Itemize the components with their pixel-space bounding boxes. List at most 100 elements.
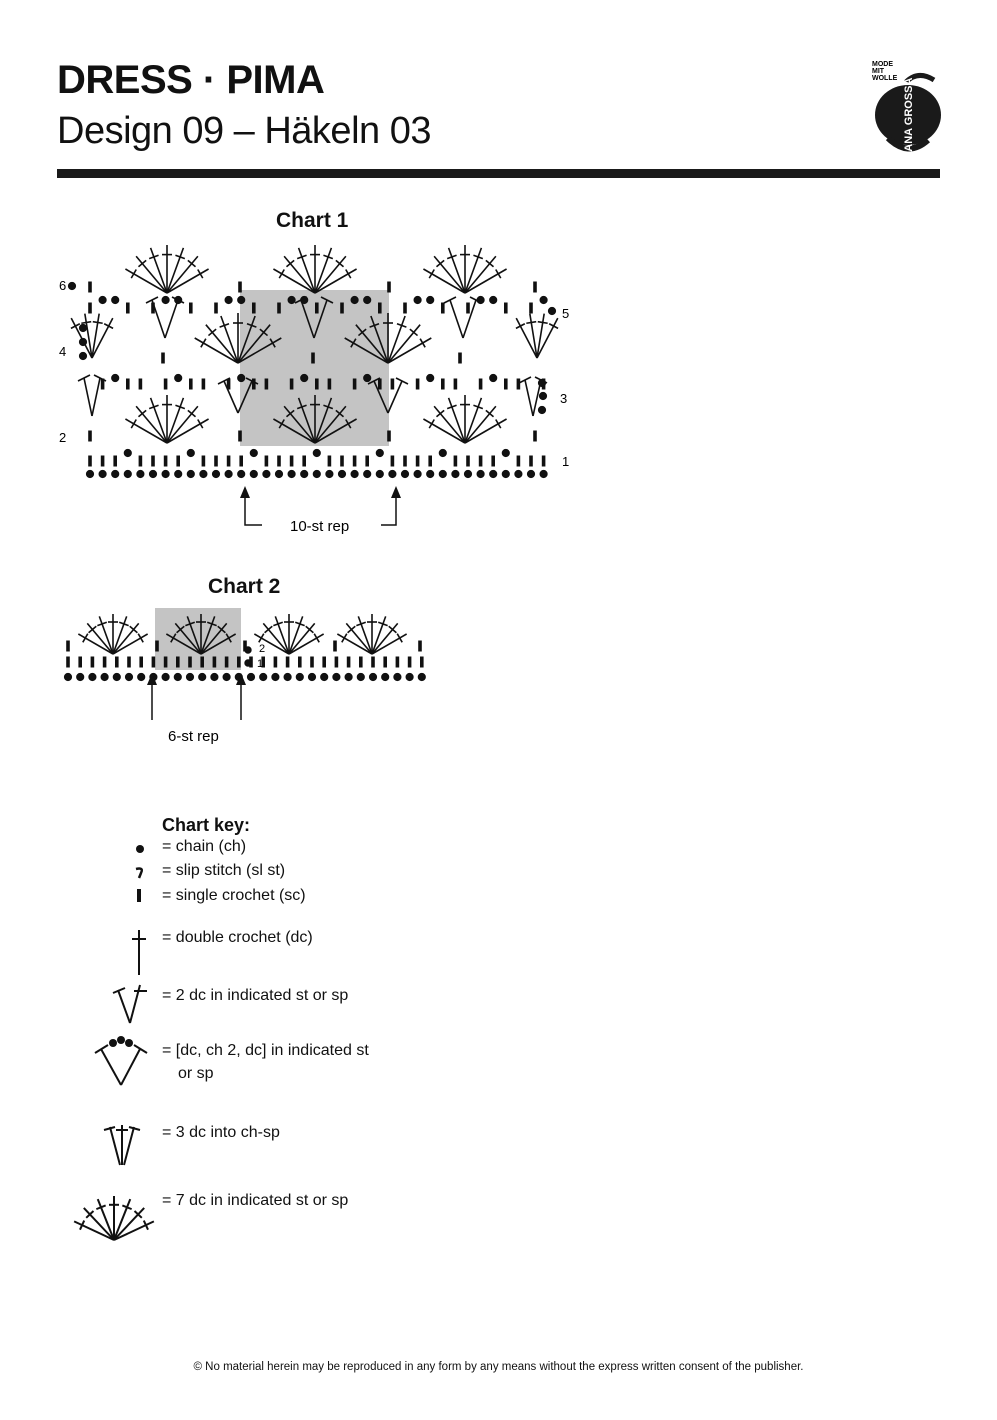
chain-stitch [224, 469, 233, 479]
single-crochet [365, 455, 369, 467]
single-crochet [359, 656, 363, 668]
chain-stitch [123, 448, 132, 458]
chain-stitch [174, 373, 183, 383]
single-crochet [352, 378, 357, 390]
single-crochet [66, 656, 70, 668]
single-crochet [327, 455, 332, 467]
chain-stitch [526, 469, 536, 479]
single-crochet [390, 378, 395, 390]
single-crochet [352, 455, 357, 467]
v-stitch [145, 296, 185, 339]
logo-tagline-2: MIT [872, 68, 885, 75]
chain-stitch [375, 469, 384, 479]
dc-fan [77, 614, 149, 655]
key-v-stitch-text: = [dc, ch 2, dc] in indicated st [162, 1042, 369, 1059]
chain-stitch [244, 659, 252, 667]
chain-stitch [350, 469, 359, 479]
key-chain-text: = chain (ch) [162, 838, 247, 855]
single-crochet [298, 656, 302, 668]
chain-stitch [111, 373, 120, 383]
single-crochet [403, 302, 407, 314]
chain-stitch [501, 448, 510, 458]
dc-fan [70, 313, 114, 359]
chain-stitch [274, 469, 284, 479]
chain-stitch [111, 469, 120, 479]
chart-1-row-2-label: 2 [59, 430, 66, 445]
single-crochet [214, 455, 218, 467]
chart-1-row-4-label: 4 [59, 344, 66, 359]
single-crochet [102, 656, 107, 668]
chain-stitch [489, 373, 498, 383]
dc-fan [423, 395, 507, 444]
single-crochet [201, 378, 206, 390]
chain-stitch [344, 672, 353, 682]
chart-1-diagram: 6 4 2 5 3 1 10-st rep [59, 245, 569, 535]
chain-stitch [363, 469, 372, 479]
dc-fan [273, 395, 357, 444]
key-two-dc-text: = 2 dc in indicated st or sp [162, 987, 349, 1004]
single-crochet [66, 640, 70, 652]
chain-stitch [78, 337, 88, 347]
single-crochet [516, 378, 521, 390]
chain-stitch [300, 373, 309, 383]
three-dc-icon [103, 1125, 141, 1166]
chain-stitch [307, 672, 317, 682]
chain-stitch [271, 672, 280, 682]
single-crochet [176, 455, 181, 467]
key-v-stitch-text-cont: or sp [178, 1065, 214, 1082]
chain-stitch [186, 448, 195, 458]
chain-stitch [381, 672, 390, 682]
single-crochet [346, 656, 351, 668]
chain-stitch [199, 469, 208, 479]
two-dc-icon [112, 984, 147, 1024]
single-crochet [441, 378, 445, 390]
double-crochet-icon [132, 930, 146, 975]
v-stitch [443, 296, 483, 339]
chain-stitch [463, 469, 473, 479]
chart-2-repeat-arrows [151, 680, 242, 720]
dc-fan [253, 614, 325, 655]
single-crochet [88, 430, 92, 442]
chain-stitch [537, 378, 547, 388]
chart-2-row-1-label: 1 [257, 658, 263, 670]
chain-stitch [173, 672, 182, 682]
chain-stitch [174, 469, 183, 479]
v-stitch [77, 374, 107, 417]
single-crochet [428, 455, 432, 467]
key-three-dc-text: = 3 dc into ch-sp [162, 1124, 280, 1141]
chain-stitch [76, 672, 85, 682]
single-crochet [458, 352, 462, 364]
single-crochet [277, 302, 281, 314]
chain-stitch [375, 448, 384, 458]
chain-stitch [63, 672, 73, 682]
chain-stitch [363, 373, 372, 383]
chain-stitch [539, 295, 548, 305]
single-crochet [529, 455, 533, 467]
key-title: Chart key: [162, 815, 251, 835]
single-crochet [533, 281, 537, 293]
single-crochet [415, 378, 420, 390]
chart-1-row-6-label: 6 [59, 278, 66, 293]
single-crochet [420, 656, 424, 668]
chain-stitch [438, 469, 447, 479]
single-crochet [151, 455, 155, 467]
single-crochet [516, 455, 521, 467]
single-crochet [378, 378, 382, 390]
chain-stitch [111, 295, 120, 305]
chain-stitch [501, 469, 510, 479]
single-crochet [151, 656, 156, 668]
single-crochet [238, 430, 242, 442]
single-crochet [407, 656, 412, 668]
chain-stitch [320, 672, 329, 682]
chain-stitch [312, 448, 321, 458]
single-crochet [289, 378, 294, 390]
chain-stitch [476, 469, 485, 479]
single-crochet [88, 281, 92, 293]
chain-stitch [451, 469, 460, 479]
single-crochet [387, 430, 391, 442]
chain-stitch [98, 295, 107, 305]
chain-stitch [426, 469, 435, 479]
chain-stitch [356, 672, 365, 682]
single-crochet [189, 378, 193, 390]
single-crochet [273, 656, 278, 668]
